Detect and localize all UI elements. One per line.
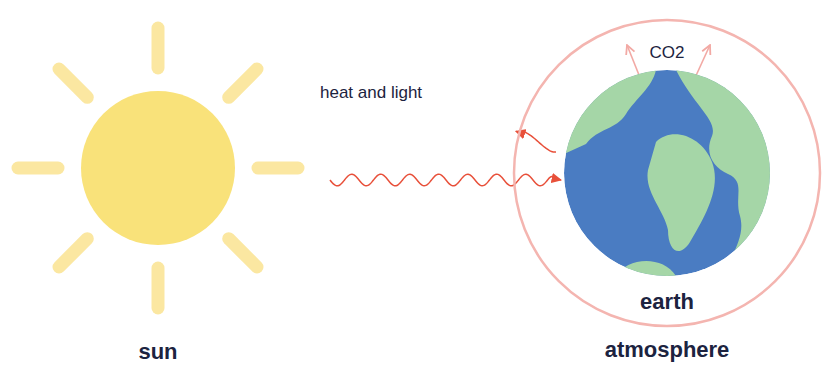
sun-ray [18,162,58,175]
sun-ray [59,239,87,267]
gas-label: CO2 [650,43,685,62]
continent [616,261,676,276]
label-wrap: heat and light [320,83,422,103]
atmosphere-node: atmosphere earth [512,18,822,368]
node-label: atmosphere [605,337,730,362]
earth-illustration [564,70,770,276]
continent [564,70,656,154]
continent [647,134,714,251]
heat-wave [330,174,561,186]
earth-node: earth [564,70,770,320]
label-wrap: atmosphere [512,338,822,362]
atmosphere-ring [514,20,820,326]
sun-ray [152,268,165,308]
label-wrap: CO2 [650,43,685,63]
sun-ray [229,239,257,267]
sun-disc [81,91,235,245]
sun-illustration [18,28,298,308]
sun-ray [229,69,257,97]
label-wrap: sun [0,340,316,364]
reflected-ray [516,131,556,152]
node-outline [564,70,770,276]
sun-ray [59,69,87,97]
node-label: sun [138,339,177,364]
node-outline [0,8,316,328]
sun-ray [258,162,298,175]
sun-ray [152,28,165,68]
reflected-wave [516,131,556,152]
node-label: earth [640,289,694,314]
edge-label: heat and light [320,83,422,102]
ocean [564,70,770,276]
sun-node: sun [0,8,316,370]
connector-layer [330,174,561,186]
label-wrap: earth [564,290,770,314]
